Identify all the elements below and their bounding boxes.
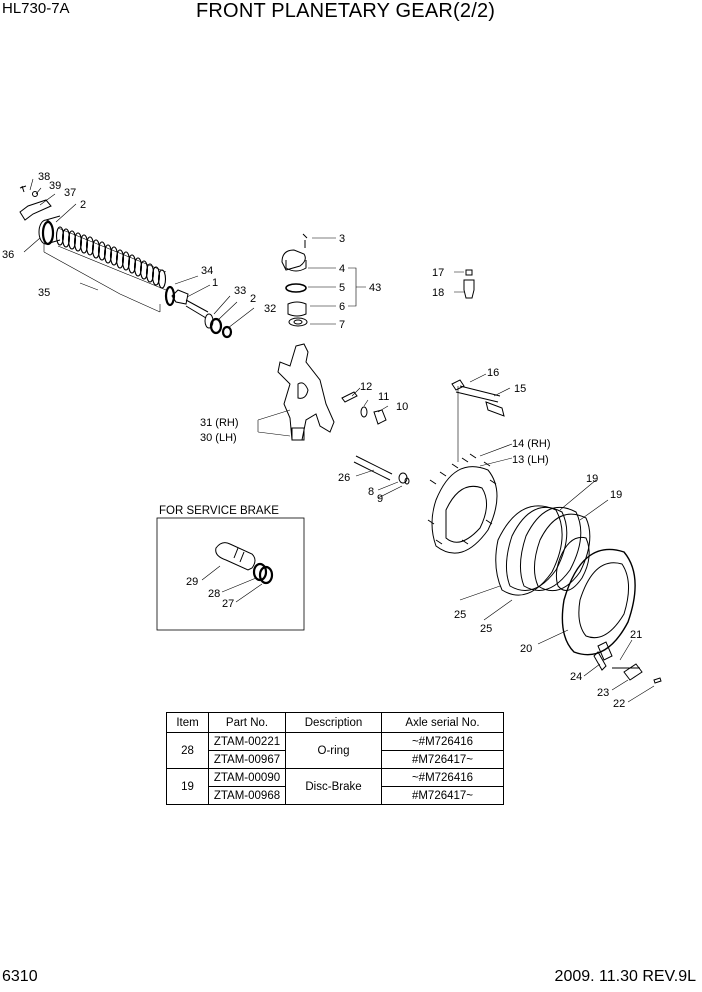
serial-cell: #M726417~ [381, 750, 504, 769]
serial-cell: ~#M726416 [381, 768, 504, 787]
callout-16: 16 [487, 367, 499, 379]
callout-38: 38 [38, 171, 50, 183]
callout-31-rh: 31 (RH) [200, 417, 239, 429]
brake-lever-housing [257, 343, 335, 441]
item-cell: 19 [166, 768, 209, 805]
callout-7: 7 [339, 319, 345, 331]
callout-20: 20 [520, 643, 532, 655]
callout-35: 35 [38, 287, 50, 299]
callout-24: 24 [570, 671, 582, 683]
callout-6: 6 [339, 301, 345, 313]
service-brake-title: FOR SERVICE BRAKE [159, 505, 279, 517]
callout-12: 12 [360, 381, 372, 393]
model-code: HL730-7A [2, 0, 70, 17]
callout-39: 39 [49, 180, 61, 192]
callout-2: 2 [80, 199, 86, 211]
part-no-cell: ZTAM-00968 [208, 786, 286, 805]
header-description: Description [285, 712, 382, 733]
callout-4: 4 [339, 263, 345, 275]
serial-cell: #M726417~ [381, 786, 504, 805]
callout-27: 27 [222, 598, 234, 610]
callout-21: 21 [630, 629, 642, 641]
callout-9: 9 [377, 493, 383, 505]
item-cell: 28 [166, 732, 209, 769]
callout-11: 11 [378, 391, 389, 403]
header-part-no: Part No. [208, 712, 286, 733]
callout-23: 23 [597, 687, 609, 699]
adjuster-assembly [583, 639, 662, 703]
callout-30-lh: 30 (LH) [200, 432, 237, 444]
callout-29: 29 [186, 576, 198, 588]
callout-19: 19 [586, 473, 598, 485]
table-row: 28 ZTAM-00221 O-ring ~#M726416 [166, 732, 504, 769]
ring-gear [537, 548, 636, 656]
callout-17: 17 [432, 267, 444, 279]
description-cell: Disc-Brake [285, 768, 382, 805]
callout-18: 18 [432, 287, 444, 299]
parts-table: Item Part No. Description Axle serial No… [166, 712, 504, 805]
bleeder-screw [454, 269, 475, 299]
callout-labels: 38 39 37 2 36 35 34 1 33 2 32 3 4 5 43 6… [2, 171, 642, 710]
callout-2b: 2 [250, 293, 256, 305]
callout-5: 5 [339, 282, 345, 294]
table-row: ZTAM-00968 #M726417~ [167, 786, 504, 805]
brake-piston-housing [427, 386, 513, 554]
pins-and-bushings [341, 387, 410, 499]
callout-19b: 19 [610, 489, 622, 501]
cover-seal-stack [281, 233, 366, 327]
header-item: Item [166, 712, 209, 733]
callout-3: 3 [339, 233, 345, 245]
callout-15: 15 [514, 383, 526, 395]
serial-cell: ~#M726416 [381, 732, 504, 751]
callout-13-lh: 13 (LH) [512, 454, 549, 466]
callout-37: 37 [64, 187, 76, 199]
callout-14-rh: 14 (RH) [512, 438, 551, 450]
part-no-cell: ZTAM-00967 [208, 750, 286, 769]
callout-22: 22 [613, 698, 625, 710]
callout-10: 10 [396, 401, 408, 413]
table-row: 19 ZTAM-00090 Disc-Brake ~#M726416 [166, 768, 504, 805]
callout-43: 43 [369, 282, 381, 294]
callout-36: 36 [2, 249, 14, 261]
header-axle-serial: Axle serial No. [381, 712, 504, 733]
page-title: FRONT PLANETARY GEAR(2/2) [196, 0, 496, 22]
callout-25b: 25 [480, 623, 492, 635]
callout-33: 33 [234, 285, 246, 297]
description-cell: O-ring [285, 732, 382, 769]
callout-28: 28 [208, 588, 220, 600]
part-no-cell: ZTAM-00090 [208, 768, 286, 787]
callout-26: 26 [338, 472, 350, 484]
callout-1: 1 [212, 277, 218, 289]
table-row: ZTAM-00967 #M726417~ [167, 750, 504, 769]
bolt-and-stud [451, 373, 511, 417]
revision-date: 2009. 11.30 REV.9L [554, 968, 696, 985]
callout-25: 25 [454, 609, 466, 621]
table-header-row: Item Part No. Description Axle serial No… [166, 712, 504, 733]
callout-8: 8 [368, 486, 374, 498]
callout-34: 34 [201, 265, 213, 277]
callout-32: 32 [264, 303, 276, 315]
page-number: 6310 [2, 968, 38, 985]
service-brake-box [156, 517, 305, 631]
piston-spring-assembly [19, 178, 255, 339]
part-no-cell: ZTAM-00221 [208, 732, 286, 751]
brake-disc-pack [459, 479, 609, 621]
